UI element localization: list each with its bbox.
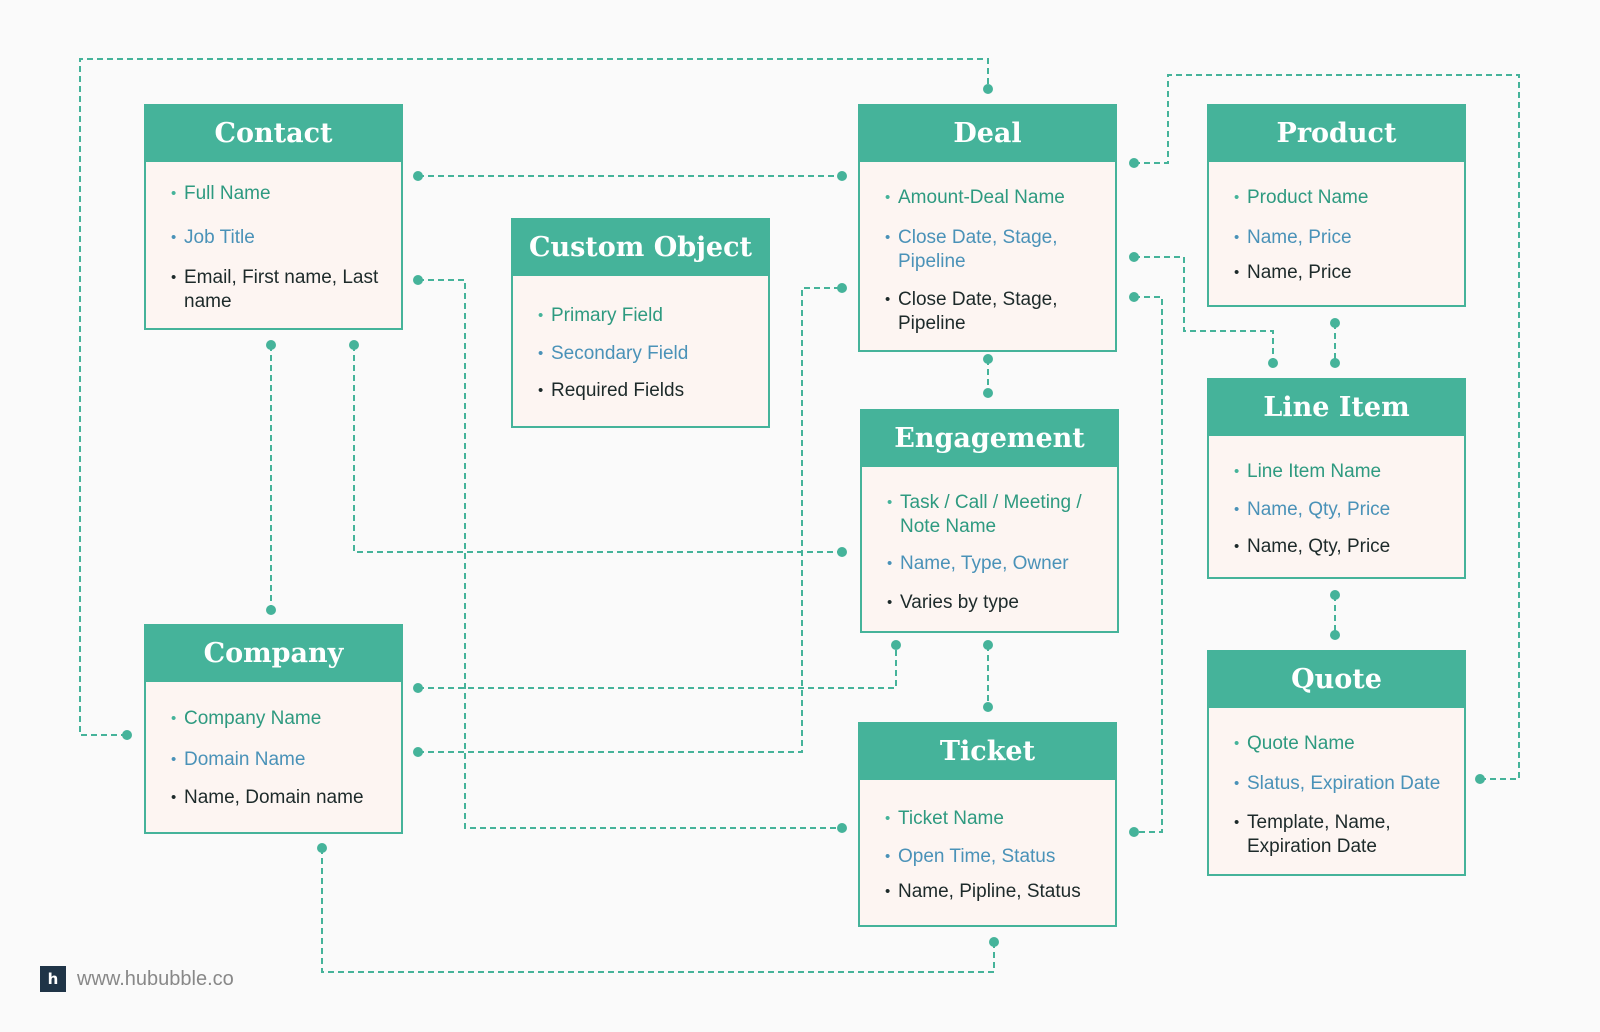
company-primary-field: Company Name <box>146 707 395 731</box>
custom-object-secondary-field: Secondary Field <box>513 342 762 366</box>
connector-endpoint-line_item <box>1330 358 1340 368</box>
line-item-title: Line Item <box>1207 378 1466 436</box>
ticket-secondary-field: Open Time, Status <box>860 845 1109 869</box>
company-secondary-field: Domain Name <box>146 748 395 772</box>
line-item-required-fields: Name, Qty, Price <box>1209 535 1458 559</box>
ticket-required-fields: Name, Pipline, Status <box>860 880 1109 904</box>
line-item-object-card: Line Item Line Item Name Name, Qty, Pric… <box>1207 378 1466 579</box>
connector-endpoint-product <box>1330 318 1340 328</box>
quote-secondary-field: Slatus, Expiration Date <box>1209 772 1458 796</box>
logo-letter: h <box>47 970 59 988</box>
connector-endpoint-deal <box>1129 292 1139 302</box>
contact-primary-field: Full Name <box>146 182 395 206</box>
ticket-primary-field: Ticket Name <box>860 807 1109 831</box>
product-required-fields: Name, Price <box>1209 261 1458 285</box>
product-title: Product <box>1207 104 1466 162</box>
connector-deal-ticket <box>1134 296 1163 833</box>
engagement-object-card: Engagement Task / Call / Meeting / Note … <box>860 409 1119 633</box>
deal-required-fields: Close Date, Stage, Pipeline <box>860 288 1109 336</box>
hububble-logo: h <box>40 966 66 992</box>
deal-primary-field: Amount-Deal Name <box>860 186 1109 210</box>
connector-contact-ticket <box>418 279 842 829</box>
ticket-object-card: Ticket Ticket Name Open Time, Status Nam… <box>858 722 1117 927</box>
custom-object-primary-field: Primary Field <box>513 304 762 328</box>
connector-endpoint-contact <box>266 340 276 350</box>
connector-endpoint-company <box>413 683 423 693</box>
line-item-secondary-field: Name, Qty, Price <box>1209 498 1458 522</box>
deal-object-card: Deal Amount-Deal Name Close Date, Stage,… <box>858 104 1117 352</box>
connector-deal-quote <box>79 58 989 736</box>
engagement-required-fields: Varies by type <box>862 591 1111 615</box>
connector-endpoint-deal <box>1129 252 1139 262</box>
connector-endpoint-engagement <box>891 640 901 650</box>
contact-object-card: Contact Full Name Job Title Email, First… <box>144 104 403 330</box>
connector-endpoint-quote <box>983 84 993 94</box>
connector-endpoint-company <box>317 843 327 853</box>
footer-url[interactable]: www.hububble.co <box>77 967 234 990</box>
connector-endpoint-deal <box>122 730 132 740</box>
connector-endpoint-deal <box>837 171 847 181</box>
line-item-primary-field: Line Item Name <box>1209 460 1458 484</box>
connector-endpoint-contact <box>349 340 359 350</box>
contact-title: Contact <box>144 104 403 162</box>
quote-required-fields: Template, Name, Expiration Date <box>1209 811 1458 859</box>
deal-secondary-field: Close Date, Stage, Pipeline <box>860 226 1109 274</box>
quote-primary-field: Quote Name <box>1209 732 1458 756</box>
engagement-title: Engagement <box>860 409 1119 467</box>
connector-contact-engagement <box>353 345 842 553</box>
connector-endpoint-ticket <box>837 823 847 833</box>
connector-endpoint-deal <box>1129 158 1139 168</box>
connector-company-engagement <box>418 645 897 689</box>
connector-endpoint-ticket <box>1129 827 1139 837</box>
connector-endpoint-engagement <box>983 640 993 650</box>
connector-endpoint-contact <box>413 275 423 285</box>
connector-endpoint-deal <box>983 354 993 364</box>
connector-endpoint-ticket <box>983 702 993 712</box>
connector-endpoint-company <box>266 605 276 615</box>
custom-object-card: Custom Object Primary Field Secondary Fi… <box>511 218 770 428</box>
product-primary-field: Product Name <box>1209 186 1458 210</box>
connector-endpoint-engagement <box>983 388 993 398</box>
connector-endpoint-contact <box>413 171 423 181</box>
product-object-card: Product Product Name Name, Price Name, P… <box>1207 104 1466 307</box>
deal-title: Deal <box>858 104 1117 162</box>
ticket-title: Ticket <box>858 722 1117 780</box>
connector-company-ticket <box>321 848 995 973</box>
contact-required-fields: Email, First name, Last name <box>146 266 395 314</box>
footer: h www.hububble.co <box>40 966 234 992</box>
quote-title: Quote <box>1207 650 1466 708</box>
engagement-primary-field: Task / Call / Meeting / Note Name <box>862 491 1111 539</box>
connector-endpoint-company <box>413 747 423 757</box>
quote-object-card: Quote Quote Name Slatus, Expiration Date… <box>1207 650 1466 876</box>
custom-object-required-fields: Required Fields <box>513 379 762 403</box>
connector-endpoint-engagement <box>837 547 847 557</box>
connector-deal-product <box>1134 74 1520 780</box>
connector-endpoint-line_item <box>1330 590 1340 600</box>
connector-endpoint-product <box>1475 774 1485 784</box>
connector-endpoint-deal <box>837 283 847 293</box>
company-title: Company <box>144 624 403 682</box>
company-object-card: Company Company Name Domain Name Name, D… <box>144 624 403 834</box>
connector-company-deal <box>418 287 842 753</box>
contact-secondary-field: Job Title <box>146 226 395 250</box>
engagement-secondary-field: Name, Type, Owner <box>862 552 1111 576</box>
connector-endpoint-ticket <box>989 937 999 947</box>
product-secondary-field: Name, Price <box>1209 226 1458 250</box>
connector-endpoint-line_item <box>1268 358 1278 368</box>
company-required-fields: Name, Domain name <box>146 786 395 810</box>
connector-deal-line_item <box>1134 256 1274 363</box>
custom-object-title: Custom Object <box>511 218 770 276</box>
connector-endpoint-quote <box>1330 630 1340 640</box>
